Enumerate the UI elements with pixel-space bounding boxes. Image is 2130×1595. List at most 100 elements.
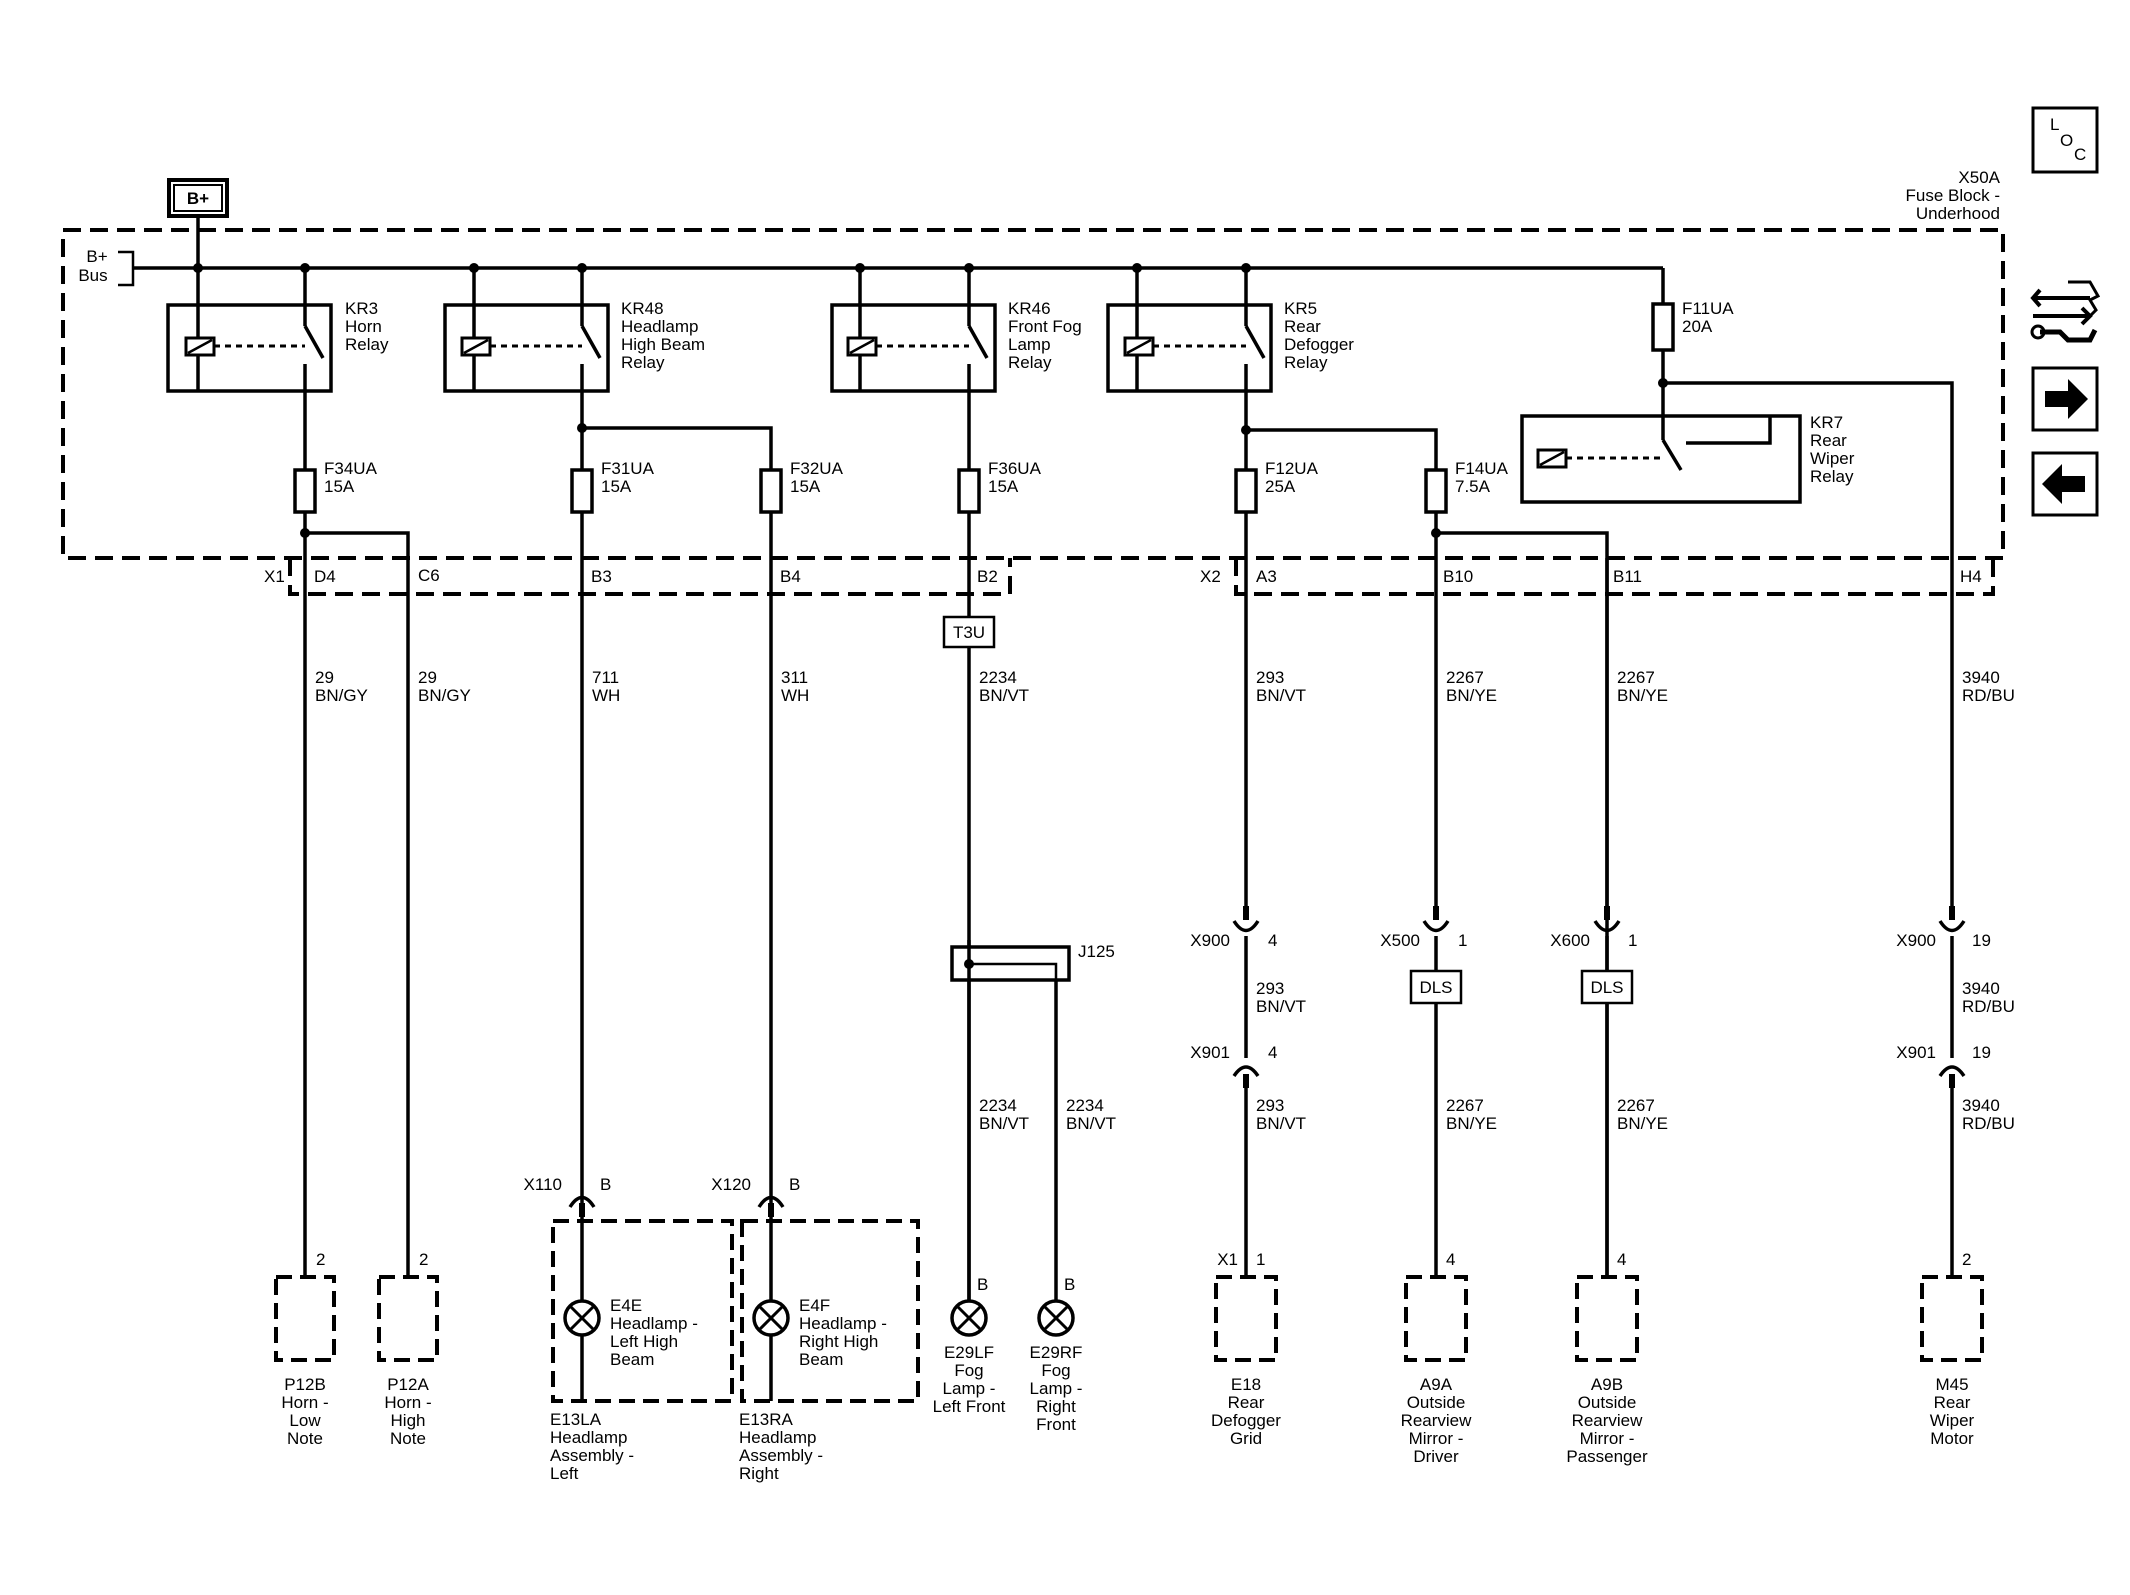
e4f-line3: Right High — [799, 1332, 878, 1351]
component-e13la — [551, 1219, 734, 1403]
pin-b4: B4 — [780, 567, 801, 586]
a9a-line1: A9A — [1420, 1375, 1453, 1394]
x600-ref: X600 — [1550, 931, 1590, 950]
fuse-block-outline — [61, 228, 2005, 560]
fuse-f36ua-rating: 15A — [988, 477, 1019, 496]
e18-conn: X1 — [1217, 1250, 1238, 1269]
fuse-f34ua-rating: 15A — [324, 477, 355, 496]
loc-button[interactable]: L O C — [2031, 106, 2099, 174]
pin-a3: A3 — [1256, 567, 1277, 586]
p12b-line3: Low — [289, 1411, 321, 1430]
e13la-line3: Assembly - — [550, 1446, 634, 1465]
relay-kr7-line1: KR7 — [1810, 413, 1843, 432]
fuse-f31ua-rating: 15A — [601, 477, 632, 496]
e18-line4: Grid — [1230, 1429, 1262, 1448]
fuse-f32ua — [759, 468, 783, 514]
relay-kr5-line4: Relay — [1284, 353, 1328, 372]
fuse-f14ua-id: F14UA — [1455, 459, 1509, 478]
e13ra-line4: Right — [739, 1464, 779, 1483]
relay-kr7 — [1520, 268, 1954, 558]
connector-x2-outline — [1234, 558, 1995, 596]
e13la-line1: E13LA — [550, 1410, 602, 1429]
pin-h4: H4 — [1960, 567, 1982, 586]
wire-horn-low-color: BN/GY — [315, 686, 368, 705]
relay-kr48 — [443, 268, 773, 470]
wire-wiper3-circuit: 3940 — [1962, 1096, 2000, 1115]
fuse-f12ua-id: F12UA — [1265, 459, 1319, 478]
relay-kr3-line3: Relay — [345, 335, 389, 354]
inline-connector-x900-4 — [1232, 906, 1260, 933]
a9a-pin: 4 — [1446, 1250, 1455, 1269]
x110-pin: B — [600, 1175, 611, 1194]
m45-line3: Wiper — [1930, 1411, 1975, 1430]
relay-kr3-line2: Horn — [345, 317, 382, 336]
wire-horn-high-circuit: 29 — [418, 668, 437, 687]
x120-ref: X120 — [711, 1175, 751, 1194]
p12a-line3: High — [391, 1411, 426, 1430]
relay-kr5 — [1106, 268, 1438, 470]
relay-kr48-line2: Headlamp — [621, 317, 699, 336]
fuse-f36ua — [957, 468, 981, 514]
bus-label-line2: Bus — [78, 266, 107, 285]
e29rf-line4: Right — [1036, 1397, 1076, 1416]
arrow-left-button[interactable] — [2031, 451, 2099, 517]
inline-connector-x600 — [1593, 906, 1621, 933]
x900b-ref: X900 — [1896, 931, 1936, 950]
e29lf-line3: Lamp - — [943, 1379, 996, 1398]
p12b-line2: Horn - — [281, 1393, 328, 1412]
wire-defog2-circuit: 293 — [1256, 979, 1284, 998]
splice-j125 — [950, 945, 1071, 982]
wire-wiper2-color: RD/BU — [1962, 997, 2015, 1016]
bus-bracket — [118, 250, 135, 287]
fuse-block-name-line2: Underhood — [1916, 204, 2000, 223]
p12a-line2: Horn - — [384, 1393, 431, 1412]
bus-label-line1: B+ — [86, 247, 107, 266]
p12a-line4: Note — [390, 1429, 426, 1448]
arrow-right-button[interactable] — [2031, 366, 2099, 432]
fuse-f12ua-rating: 25A — [1265, 477, 1296, 496]
component-a9b — [1575, 1275, 1639, 1362]
wire-horn-low-circuit: 29 — [315, 668, 334, 687]
e13ra-line2: Headlamp — [739, 1428, 817, 1447]
a9b-line5: Passenger — [1566, 1447, 1648, 1466]
fuse-f31ua-id: F31UA — [601, 459, 655, 478]
e29rf-line1: E29RF — [1030, 1343, 1083, 1362]
connector-x1-outline — [288, 558, 1012, 596]
component-m45 — [1920, 1275, 1984, 1362]
fuse-block-name-line1: Fuse Block - — [1906, 186, 2000, 205]
wire-defog3-circuit: 293 — [1256, 1096, 1284, 1115]
wire-mirror-passenger — [1436, 531, 1609, 1277]
e29lf-line4: Left Front — [933, 1397, 1006, 1416]
wire-hb-left-circuit: 711 — [592, 668, 619, 687]
wire-fog-left-color: BN/VT — [979, 1114, 1029, 1133]
e29rf-line3: Lamp - — [1030, 1379, 1083, 1398]
wire-mirror-d2-color: BN/YE — [1446, 1114, 1497, 1133]
x600-pin: 1 — [1628, 931, 1637, 950]
dls-marker-passenger: DLS — [1580, 969, 1634, 1005]
inline-connector-x901-19 — [1938, 1065, 1966, 1088]
wire-defog3-color: BN/VT — [1256, 1114, 1306, 1133]
e13la-line4: Left — [550, 1464, 579, 1483]
fuse-f36ua-id: F36UA — [988, 459, 1042, 478]
t3u-marker: T3U — [942, 615, 996, 649]
e29lf-pin: B — [977, 1275, 988, 1294]
wire-wiper1-circuit: 3940 — [1962, 668, 2000, 687]
fuse-f11ua-rating: 20A — [1682, 317, 1713, 336]
relay-kr7-line3: Wiper — [1810, 449, 1855, 468]
m45-line2: Rear — [1934, 1393, 1971, 1412]
e18-line2: Rear — [1228, 1393, 1265, 1412]
wire-mirror-d2-circuit: 2267 — [1446, 1096, 1484, 1115]
loc-l: L — [2050, 115, 2059, 134]
x900b-pin: 19 — [1972, 931, 1991, 950]
connector-tools-icon[interactable] — [2030, 280, 2101, 343]
a9b-line1: A9B — [1591, 1375, 1623, 1394]
fuse-f12ua — [1234, 468, 1258, 514]
e4e-line3: Left High — [610, 1332, 678, 1351]
x500-pin: 1 — [1458, 931, 1467, 950]
lamp-e29rf — [1037, 1299, 1075, 1337]
x500-ref: X500 — [1380, 931, 1420, 950]
a9a-line4: Mirror - — [1409, 1429, 1464, 1448]
p12a-pin: 2 — [419, 1250, 428, 1269]
battery-b-plus: B+ — [167, 178, 229, 218]
relay-kr5-line1: KR5 — [1284, 299, 1317, 318]
